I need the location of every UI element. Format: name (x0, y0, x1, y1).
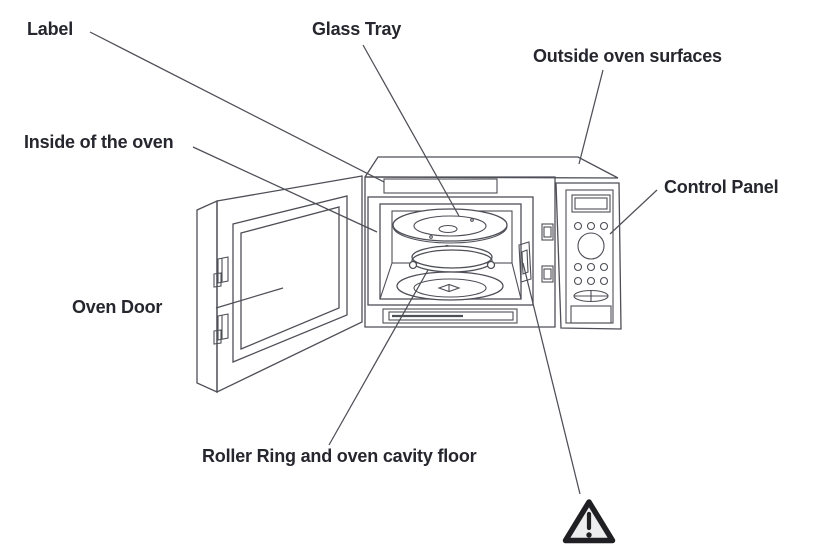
panel-buttons (570, 221, 612, 324)
leader-inside-of-the-oven (192, 146, 378, 233)
leader-outside-oven-surfaces (578, 69, 604, 165)
warning-icon (562, 499, 616, 544)
part-label-inside-of-the-oven: Inside of the oven (24, 132, 174, 152)
oven-door-drawing (196, 175, 363, 394)
leader-lines (89, 31, 658, 495)
part-label-roller-ring-and-oven-cavity-floor: Roller Ring and oven cavity floor (202, 446, 477, 466)
leader-control-panel (609, 189, 658, 235)
control-panel-drawing (555, 182, 622, 330)
part-label-outside-oven-surfaces: Outside oven surfaces (533, 46, 722, 66)
part-label-label: Label (27, 19, 74, 39)
oven-cavity-drawing (367, 196, 534, 306)
leader-oven-door (215, 287, 284, 309)
oven-body-drawing (364, 156, 619, 328)
part-label-oven-door: Oven Door (72, 297, 163, 317)
roller-ring-drawing (408, 244, 496, 273)
latch-holes (541, 223, 554, 283)
leader-roller-ring (328, 269, 429, 446)
leader-label (89, 31, 385, 183)
door-interlock-slot (518, 241, 532, 283)
leader-glass-tray (362, 44, 460, 217)
display-window (571, 194, 611, 213)
part-label-control-panel: Control Panel (664, 177, 779, 197)
dial-knob (577, 232, 605, 260)
leader-warning (522, 262, 581, 495)
door-latch-hooks (213, 256, 229, 345)
glass-tray-drawing (392, 208, 508, 244)
door-open-button (570, 305, 612, 324)
part-label-glass-tray: Glass Tray (312, 19, 402, 39)
